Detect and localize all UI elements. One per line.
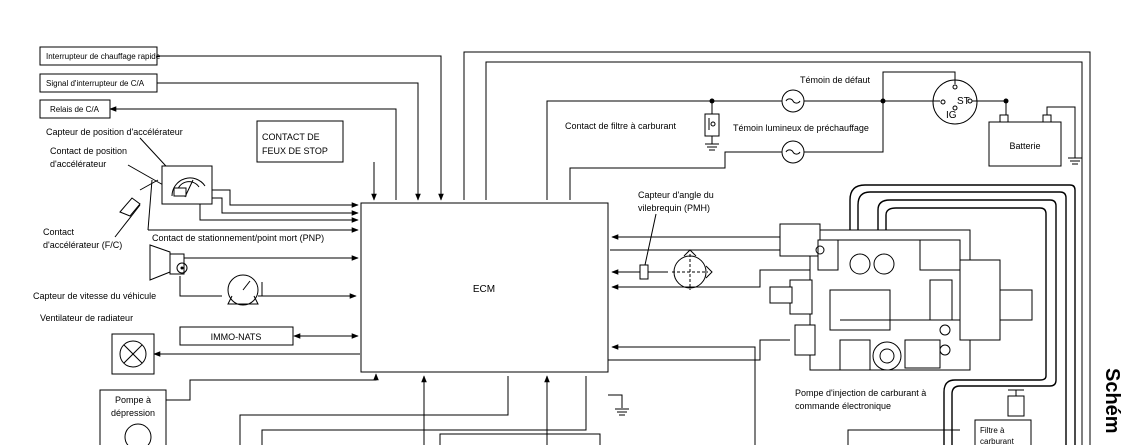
fuel-filter: Filtre à carburant (847, 389, 1032, 445)
glow-lamp: Témoin lumineux de préchauffage (733, 123, 869, 164)
battery-label: Batterie (1009, 141, 1040, 151)
top-bus-wires (463, 51, 1091, 445)
crank-sensor-line2: vilebrequin (PMH) (638, 203, 710, 213)
stop-lamp-switch: CONTACT DE FEUX DE STOP (256, 120, 377, 201)
quick-heat-switch-label: Interrupteur de chauffage rapide (46, 52, 161, 61)
ac-relay-label: Relais de C/A (50, 105, 100, 114)
vacuum-pump-line2: dépression (111, 408, 155, 418)
bottom-wires (239, 375, 629, 445)
lamp-wiring (546, 71, 956, 200)
injection-pump-line2: commande électronique (795, 401, 891, 411)
ecm-pump-wires (608, 234, 810, 445)
ac-relay: Relais de C/A (39, 99, 397, 200)
pnp-switch-label: Contact de stationnement/point mort (PNP… (152, 233, 324, 243)
crank-sensor-line1: Capteur d'angle du (638, 190, 714, 200)
quick-heat-switch: Interrupteur de chauffage rapide (39, 46, 444, 201)
fuel-filter-switch-label: Contact de filtre à carburant (565, 121, 677, 131)
ac-signal-switch-label: Signal d'interrupteur de C/A (46, 79, 145, 88)
injection-pump: Pompe d'injection de carburant à command… (795, 388, 926, 411)
accel-fc-switch-line1: Contact (43, 227, 75, 237)
stop-lamp-switch-line1: CONTACT DE (262, 132, 320, 142)
accel-position-switch-line1: Contact de position (50, 146, 127, 156)
ignition-st-label: ST (957, 96, 970, 107)
accel-position-switch-line2: d'accélérateur (50, 159, 106, 169)
injection-pump-line1: Pompe d'injection de carburant à (795, 388, 926, 398)
immo-nats: IMMO-NATS (179, 326, 359, 346)
accel-fc-switch-line2: d'accélérateur (F/C) (43, 240, 122, 250)
accel-position-sensor-label: Capteur de position d'accélérateur (46, 127, 183, 137)
ecm-box (360, 202, 609, 373)
glow-lamp-label: Témoin lumineux de préchauffage (733, 123, 869, 133)
fuel-filter-line2: carburant (980, 437, 1015, 445)
immo-nats-label: IMMO-NATS (211, 332, 262, 342)
pnp-switch: Contact de stationnement/point mort (PNP… (149, 233, 359, 281)
crank-angle-sensor: Capteur d'angle du vilebrequin (PMH) (611, 190, 714, 290)
fuel-filter-line1: Filtre à (980, 426, 1005, 435)
battery: Batterie (988, 101, 1082, 167)
radiator-fan: Ventilateur de radiateur (40, 313, 360, 375)
accel-position-sensor: Capteur de position d'accélérateur Conta… (46, 127, 359, 223)
vehicle-speed-sensor: Capteur de vitesse du véhicule (33, 274, 357, 306)
injection-pump-drawing (769, 184, 1076, 445)
ac-signal-switch: Signal d'interrupteur de C/A (39, 73, 421, 201)
vacuum-pump: Pompe à dépression (99, 373, 379, 445)
warning-lamp: Témoin de défaut (781, 75, 871, 113)
ignition-switch: ST IG (932, 79, 1009, 125)
radiator-fan-label: Ventilateur de radiateur (40, 313, 133, 323)
side-section-title: Schém (1101, 368, 1122, 434)
ecm-label: ECM (473, 284, 495, 295)
vacuum-pump-line1: Pompe à (115, 395, 151, 405)
ignition-ig-label: IG (946, 110, 957, 121)
warning-lamp-label: Témoin de défaut (800, 75, 871, 85)
fuel-filter-switch: Contact de filtre à carburant (565, 102, 720, 151)
accel-fc-switch: Contact d'accélérateur (F/C) (43, 179, 359, 250)
stop-lamp-switch-line2: FEUX DE STOP (262, 146, 328, 156)
vehicle-speed-sensor-label: Capteur de vitesse du véhicule (33, 291, 156, 301)
